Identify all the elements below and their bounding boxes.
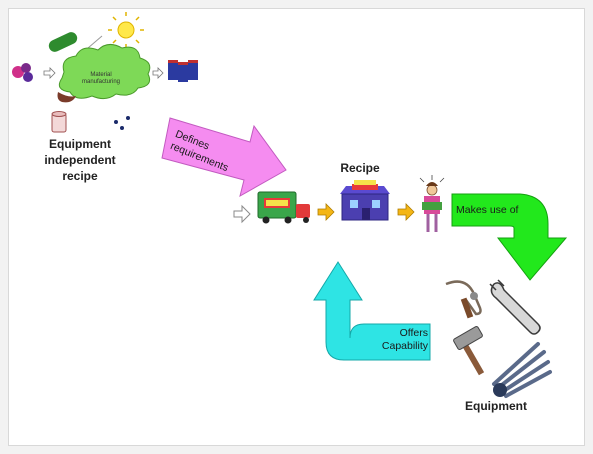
small-arrow-icon [152,67,164,79]
yellow-arrow-icon [397,203,415,221]
drums-icon [168,60,198,82]
equipment-label: Equipment [465,399,527,413]
drip-shape [57,92,76,103]
cloud-shape [58,44,151,100]
bus-icon [257,191,310,224]
operator-icon [419,175,445,232]
small-arrow-icon [43,67,56,79]
capsule-icon [48,32,78,52]
offers-capability-arrow [313,261,431,361]
sparkles-icon [114,116,130,130]
recipe-chain [233,175,445,232]
defines-requirements-arrow [161,117,287,198]
hammer-icon [453,326,485,376]
container-icon [51,111,67,133]
makes-use-of-text: Makes use of [456,204,519,216]
sun-icon [108,12,144,48]
equipment-independent-recipe-label: Equipment independent recipe [44,137,116,183]
tools-cluster [445,279,552,398]
hex-keys-icon [492,342,552,398]
recipe-label: Recipe [340,161,380,175]
makes-use-of-arrow [451,193,568,281]
offers-capability-text: Offers Capability [381,327,428,352]
drill-icon [445,280,482,319]
molecule-icon [12,63,33,82]
factory-icon [340,180,390,221]
wrench-icon [489,279,541,335]
yellow-arrow-icon [317,203,335,221]
small-arrow-icon [233,204,251,224]
